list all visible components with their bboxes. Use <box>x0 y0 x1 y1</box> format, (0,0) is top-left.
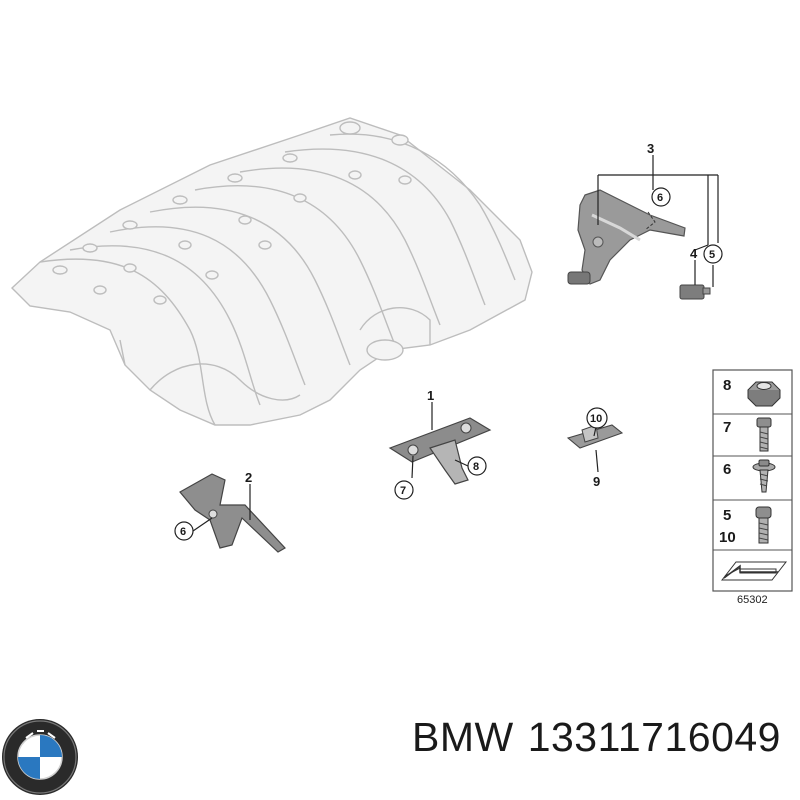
callout-part-1: 1 <box>427 388 434 403</box>
intake-manifold-illustration <box>10 117 533 426</box>
callout-circle-10 <box>586 407 608 429</box>
callout-part-2: 2 <box>245 470 252 485</box>
callout-circle-7 <box>394 480 414 500</box>
callout-part-4: 4 <box>690 246 698 261</box>
callout-circle-6-top <box>651 187 671 207</box>
bolt-short-icon <box>755 506 772 544</box>
legend-label-5: 5 <box>723 507 731 524</box>
callout-part-8: 8 <box>473 461 479 473</box>
fastener-legend: 8 7 6 5 10 <box>712 369 793 592</box>
screw-washer-icon <box>752 459 776 493</box>
callout-lines-1 <box>411 402 469 479</box>
callout-part-6-top: 6 <box>657 192 663 204</box>
diagram-reference-number: 65302 <box>737 594 768 606</box>
part-number: 13311716049 <box>527 714 781 760</box>
bracket-assembly-3 <box>567 189 686 285</box>
sensor-part-4 <box>679 284 711 300</box>
callout-part-6-left: 6 <box>180 526 186 538</box>
legend-label-6: 6 <box>723 461 731 478</box>
callout-circle-5-top <box>703 244 723 264</box>
legend-label-7: 7 <box>723 419 731 436</box>
callout-part-7: 7 <box>400 485 406 497</box>
brand-name: BMW <box>412 714 514 760</box>
callout-part-10: 10 <box>590 413 602 425</box>
callout-part-3: 3 <box>647 141 654 156</box>
legend-label-8: 8 <box>723 377 731 394</box>
clip-part-9 <box>566 424 624 449</box>
callout-lines-3 <box>597 155 719 287</box>
bolt-icon <box>756 417 772 452</box>
callout-part-9: 9 <box>593 474 600 489</box>
callout-circle-6-left <box>174 521 194 541</box>
arrow-icon <box>720 561 788 581</box>
bmw-roundel-icon <box>2 719 78 795</box>
bracket-part-1 <box>388 417 492 485</box>
callout-part-5-top: 5 <box>709 249 715 261</box>
hex-nut-icon <box>747 381 781 407</box>
bracket-part-2 <box>179 473 286 553</box>
legend-label-10: 10 <box>719 529 736 546</box>
footer-part-label: BMW 13311716049 <box>412 714 795 761</box>
callout-circle-8 <box>467 456 487 476</box>
